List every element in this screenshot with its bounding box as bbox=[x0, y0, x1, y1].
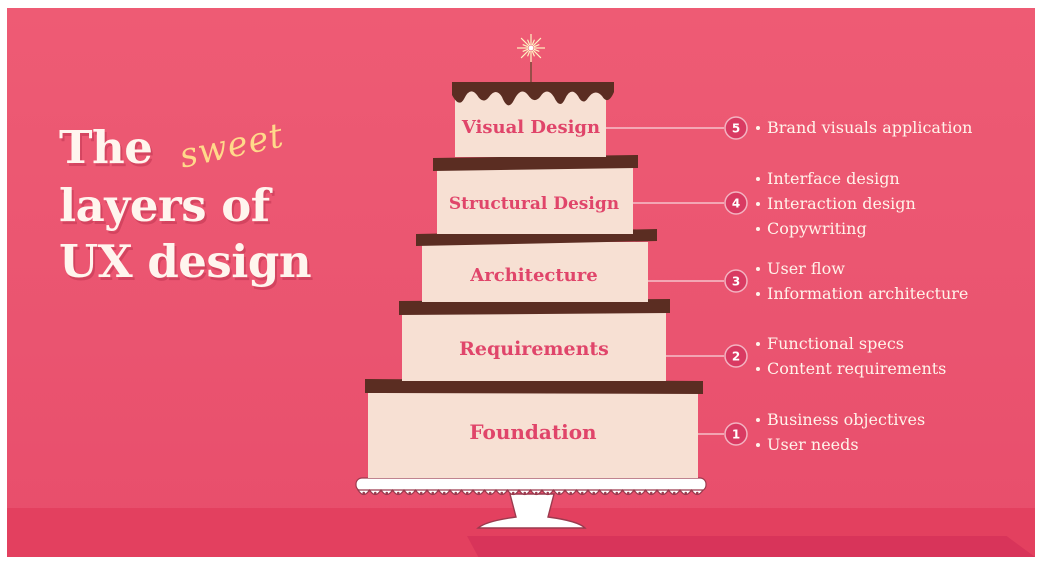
bullet-item: User needs bbox=[767, 435, 859, 454]
bullet-item: Information architecture bbox=[767, 284, 968, 303]
title-line-2: layers of bbox=[59, 179, 270, 232]
sparkler-icon bbox=[517, 34, 545, 82]
title-line-1: The bbox=[59, 121, 153, 174]
bullet-list-architecture: User flow Information architecture bbox=[756, 259, 968, 303]
badge-number-2: 2 bbox=[732, 350, 740, 364]
tier-label-foundation: Foundation bbox=[469, 420, 597, 444]
bullet-item: Content requirements bbox=[767, 359, 946, 378]
tier-label-structural-design: Structural Design bbox=[449, 194, 619, 214]
tier-label-requirements: Requirements bbox=[459, 338, 609, 360]
bullet-item: Copywriting bbox=[767, 219, 867, 238]
badge-number-4: 4 bbox=[732, 197, 740, 211]
badge-4: 4 bbox=[724, 191, 748, 215]
bullet-item: User flow bbox=[767, 259, 845, 278]
tier-label-visual-design: Visual Design bbox=[461, 117, 600, 138]
badge-number-3: 3 bbox=[732, 275, 740, 289]
bullet-item: Functional specs bbox=[767, 334, 904, 353]
bullet-item: Interface design bbox=[767, 169, 900, 188]
badge-5: 5 bbox=[724, 116, 748, 140]
connector-lines bbox=[606, 127, 724, 435]
table-shadow bbox=[467, 536, 1035, 557]
badge-2: 2 bbox=[724, 344, 748, 368]
bullet-item: Business objectives bbox=[767, 410, 925, 429]
cake-tier-structural-design: Structural Design bbox=[433, 155, 638, 234]
badge-1: 1 bbox=[724, 422, 748, 446]
infographic-title: The layers of UX design bbox=[59, 120, 312, 290]
tier-label-architecture: Architecture bbox=[469, 265, 597, 286]
bullet-item: Brand visuals application bbox=[767, 118, 972, 137]
cake-tier-visual-design: Visual Design bbox=[452, 82, 614, 157]
badge-3: 3 bbox=[724, 269, 748, 293]
bullet-list-foundation: Business objectives User needs bbox=[756, 410, 925, 454]
badge-number-5: 5 bbox=[732, 122, 740, 136]
cake-stand bbox=[355, 477, 707, 529]
bullet-list-requirements: Functional specs Content requirements bbox=[756, 334, 946, 378]
bullet-item: Interaction design bbox=[767, 194, 916, 213]
cake-tier-architecture: Architecture bbox=[416, 229, 657, 302]
badge-number-1: 1 bbox=[732, 428, 740, 442]
bullet-list-visual-design: Brand visuals application bbox=[756, 118, 972, 137]
cake-tier-foundation: Foundation bbox=[365, 379, 703, 478]
bullet-list-structural-design: Interface design Interaction design Copy… bbox=[756, 169, 916, 238]
title-line-3: UX design bbox=[59, 235, 312, 288]
cake-tier-requirements: Requirements bbox=[399, 299, 670, 381]
